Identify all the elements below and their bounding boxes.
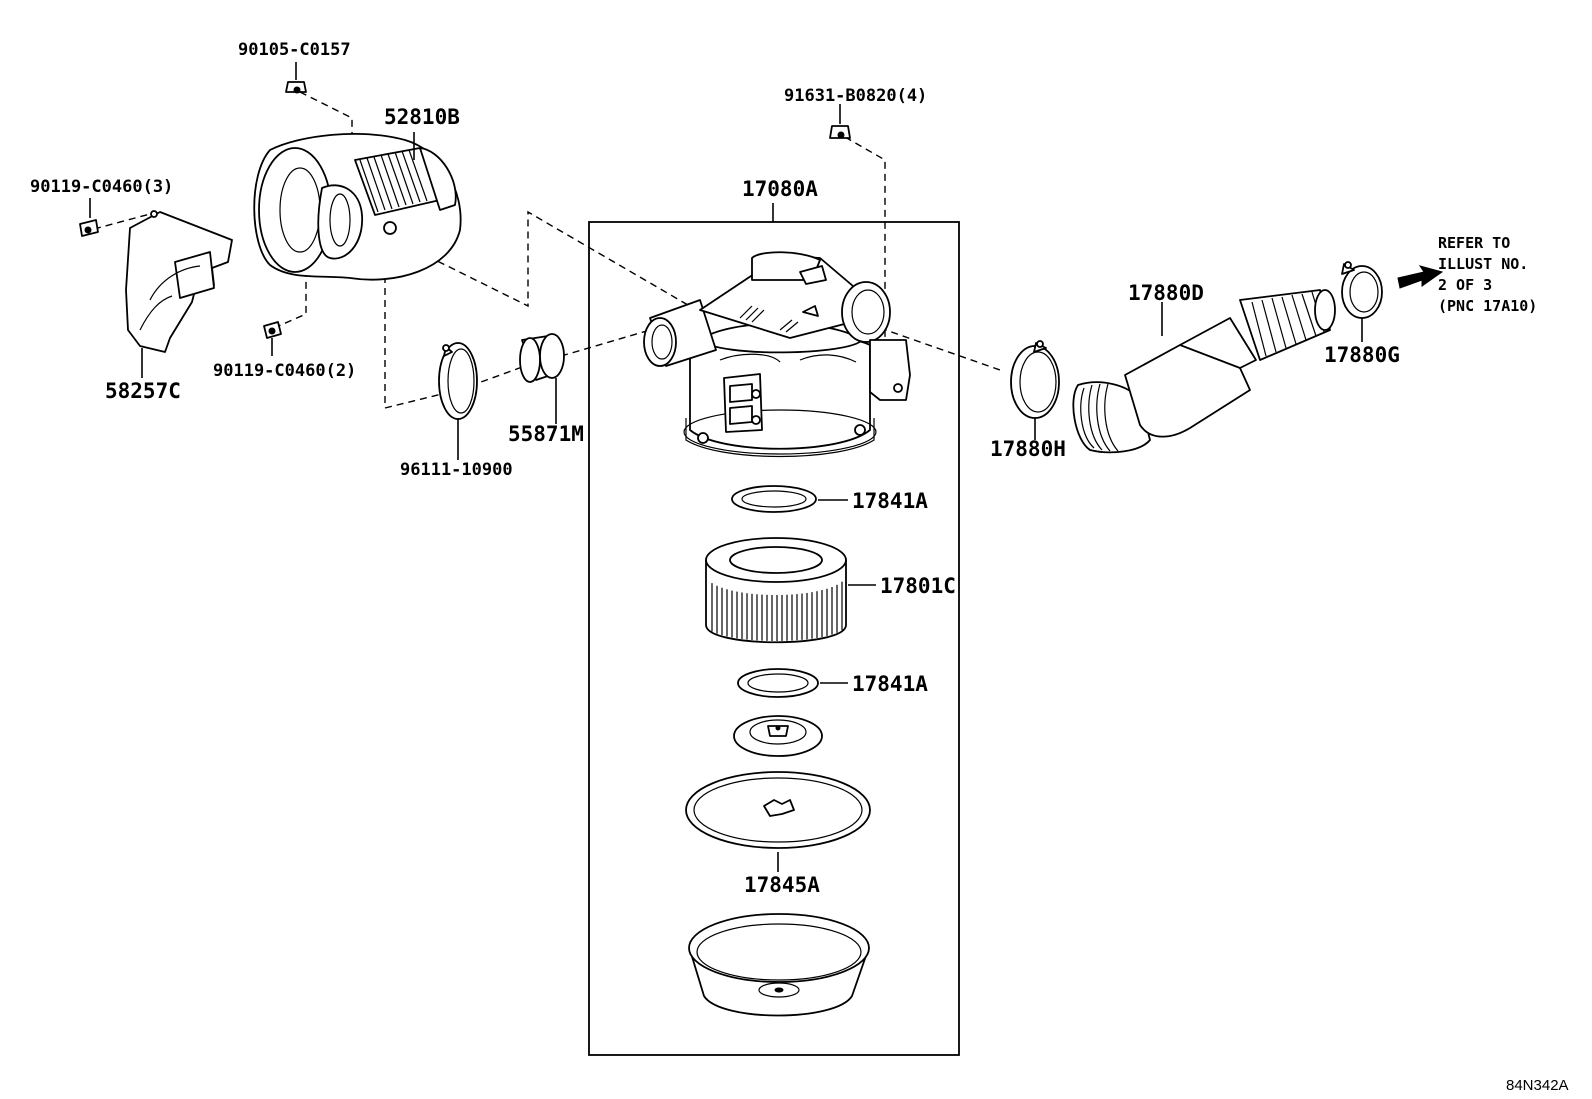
- part-labels: 90105-C0157 52810B 91631-B0820(4) 90119-…: [30, 40, 1400, 897]
- refer-note-line-4: (PNC 17A10): [1438, 297, 1537, 315]
- label-17880h: 17880H: [990, 437, 1066, 461]
- hose-clamp-17880h: [1010, 340, 1060, 440]
- refer-arrow: [1397, 265, 1444, 289]
- label-17841a-top: 17841A: [852, 489, 928, 513]
- label-17841a-bottom: 17841A: [852, 672, 928, 696]
- assembly-boundary-box: [588, 221, 960, 1056]
- label-17080a: 17080A: [742, 177, 818, 201]
- label-58257c: 58257C: [105, 379, 181, 403]
- filter-element-17801c: [705, 537, 876, 644]
- air-cleaner-case-17080a: [643, 251, 911, 458]
- bolt-90105-c0157: [285, 62, 307, 94]
- label-91631-b0820: 91631-B0820(4): [784, 86, 927, 106]
- hose-clamp-96111-10900: [438, 342, 478, 460]
- label-90119-c0460-3: 90119-C0460(3): [30, 177, 173, 197]
- bolt-91631-b0820: [829, 104, 851, 139]
- refer-note: REFER TO ILLUST NO. 2 OF 3 (PNC 17A10): [1438, 234, 1537, 315]
- bolt-90119-c0460-3: [79, 198, 99, 237]
- refer-note-line-3: 2 OF 3: [1438, 276, 1492, 294]
- intake-hose-17880d: [1072, 289, 1336, 454]
- gasket-17841a-top: [731, 485, 848, 513]
- refer-note-line-2: ILLUST NO.: [1438, 255, 1528, 273]
- label-17845a: 17845A: [744, 873, 820, 897]
- intake-resonator-52810b: [253, 132, 462, 281]
- gasket-17841a-bottom: [737, 668, 848, 698]
- band-55871m: [519, 333, 565, 424]
- label-52810b: 52810B: [384, 105, 460, 129]
- label-17880d: 17880D: [1128, 281, 1204, 305]
- label-96111-10900: 96111-10900: [400, 460, 513, 480]
- label-17801c: 17801C: [880, 574, 956, 598]
- label-90119-c0460-2: 90119-C0460(2): [213, 361, 356, 381]
- cover-17845a: [685, 771, 871, 872]
- bolt-90119-c0460-2: [263, 321, 282, 356]
- label-55871m: 55871M: [508, 422, 584, 446]
- dust-bowl: [688, 913, 870, 1017]
- hose-clamp-17880g: [1341, 261, 1383, 342]
- illustration-reference: 84N342A: [1506, 1077, 1569, 1094]
- center-cap: [733, 715, 823, 757]
- label-17880g: 17880G: [1324, 343, 1400, 367]
- label-90105-c0157: 90105-C0157: [238, 40, 351, 60]
- refer-note-line-1: REFER TO: [1438, 234, 1510, 252]
- air-duct-bracket-58257c: [125, 210, 233, 378]
